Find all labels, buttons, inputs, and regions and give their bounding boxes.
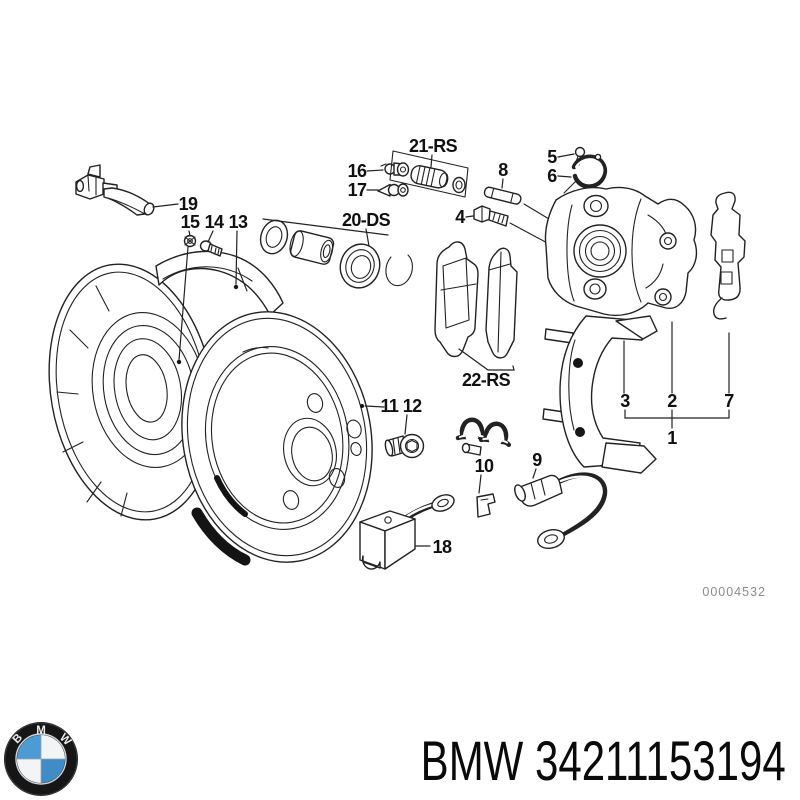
part-label-17: 17 bbox=[348, 180, 367, 200]
part-label-10: 10 bbox=[475, 456, 494, 476]
part-7-spring-clip bbox=[710, 191, 746, 320]
part-label-15: 15 bbox=[181, 212, 200, 232]
part-20-piston-seal-group bbox=[259, 219, 413, 289]
part-6-clip bbox=[563, 153, 608, 194]
part-label-2: 2 bbox=[667, 391, 677, 411]
part-15-push-nut bbox=[183, 234, 197, 248]
part-14-bolt bbox=[199, 240, 223, 257]
bmw-quadrant-blue-br bbox=[41, 759, 65, 783]
part-label-1: 1 bbox=[667, 428, 677, 448]
bmw-quadrant-white-bl bbox=[17, 759, 41, 783]
part-3-carrier bbox=[542, 315, 658, 474]
part-label-18: 18 bbox=[433, 537, 452, 557]
disc-bolt-holes bbox=[282, 393, 362, 510]
part-label-22-rs: 22-RS bbox=[462, 370, 511, 390]
part-18-cable-holder bbox=[359, 494, 455, 570]
part-number-text: BMW 34211153194 bbox=[420, 729, 786, 792]
leader-lines bbox=[152, 153, 730, 547]
part-label-7: 7 bbox=[724, 391, 734, 411]
part-label-11-12: 11 12 bbox=[380, 396, 422, 416]
part-label-21-rs: 21-RS bbox=[409, 136, 458, 156]
bmw-quadrant-blue-tl bbox=[17, 735, 41, 759]
bmw-logo: B M W bbox=[2, 721, 80, 799]
part-11-12-bolt bbox=[384, 433, 425, 459]
part-label-13: 13 bbox=[229, 212, 248, 232]
part-22-brake-pads bbox=[434, 241, 518, 359]
part-label-3: 3 bbox=[620, 391, 630, 411]
part-9-wear-sensor bbox=[514, 472, 608, 550]
part-label-20-ds: 20-DS bbox=[342, 210, 391, 230]
part-label-19: 19 bbox=[179, 194, 198, 214]
part-label-9: 9 bbox=[532, 450, 542, 470]
diagram-code: 00004532 bbox=[702, 585, 766, 599]
part-4-bolt bbox=[473, 205, 554, 247]
part-16-bleeder-screw bbox=[380, 162, 410, 177]
part-21-guide-sleeve bbox=[389, 150, 469, 198]
part-label-8: 8 bbox=[498, 160, 508, 180]
part-19-handbrake-lever bbox=[75, 164, 155, 216]
part-17-bleeder-screw bbox=[377, 183, 409, 197]
part-label-4: 4 bbox=[455, 207, 465, 227]
part-label-6: 6 bbox=[547, 166, 557, 186]
part-10-retaining-clips bbox=[455, 417, 512, 518]
brake-disc bbox=[181, 311, 373, 566]
part-label-5: 5 bbox=[547, 147, 557, 167]
part-label-16: 16 bbox=[348, 161, 367, 181]
part-label-14: 14 bbox=[205, 212, 224, 232]
part-2-caliper bbox=[544, 186, 698, 317]
bmw-quadrant-white-tr bbox=[41, 735, 65, 759]
bmw-letter-m: M bbox=[36, 725, 46, 737]
